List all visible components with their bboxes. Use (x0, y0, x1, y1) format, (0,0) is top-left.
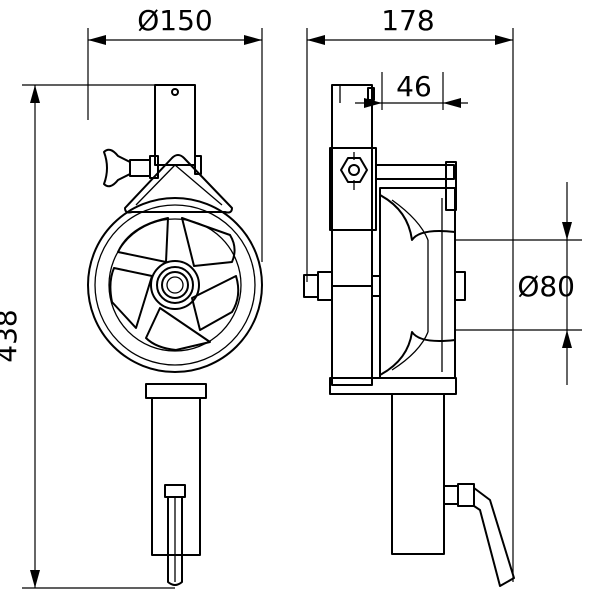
dim-sheave-diameter: Ø80 (517, 270, 575, 303)
dim-total-height: 438 (0, 309, 23, 362)
front-view (87, 84, 263, 586)
dimension-lines (22, 28, 582, 589)
dim-front-width: Ø150 (137, 4, 212, 37)
side-view (303, 84, 515, 587)
dim-side-width: 178 (381, 4, 434, 37)
dim-hub-offset: 46 (396, 70, 432, 103)
